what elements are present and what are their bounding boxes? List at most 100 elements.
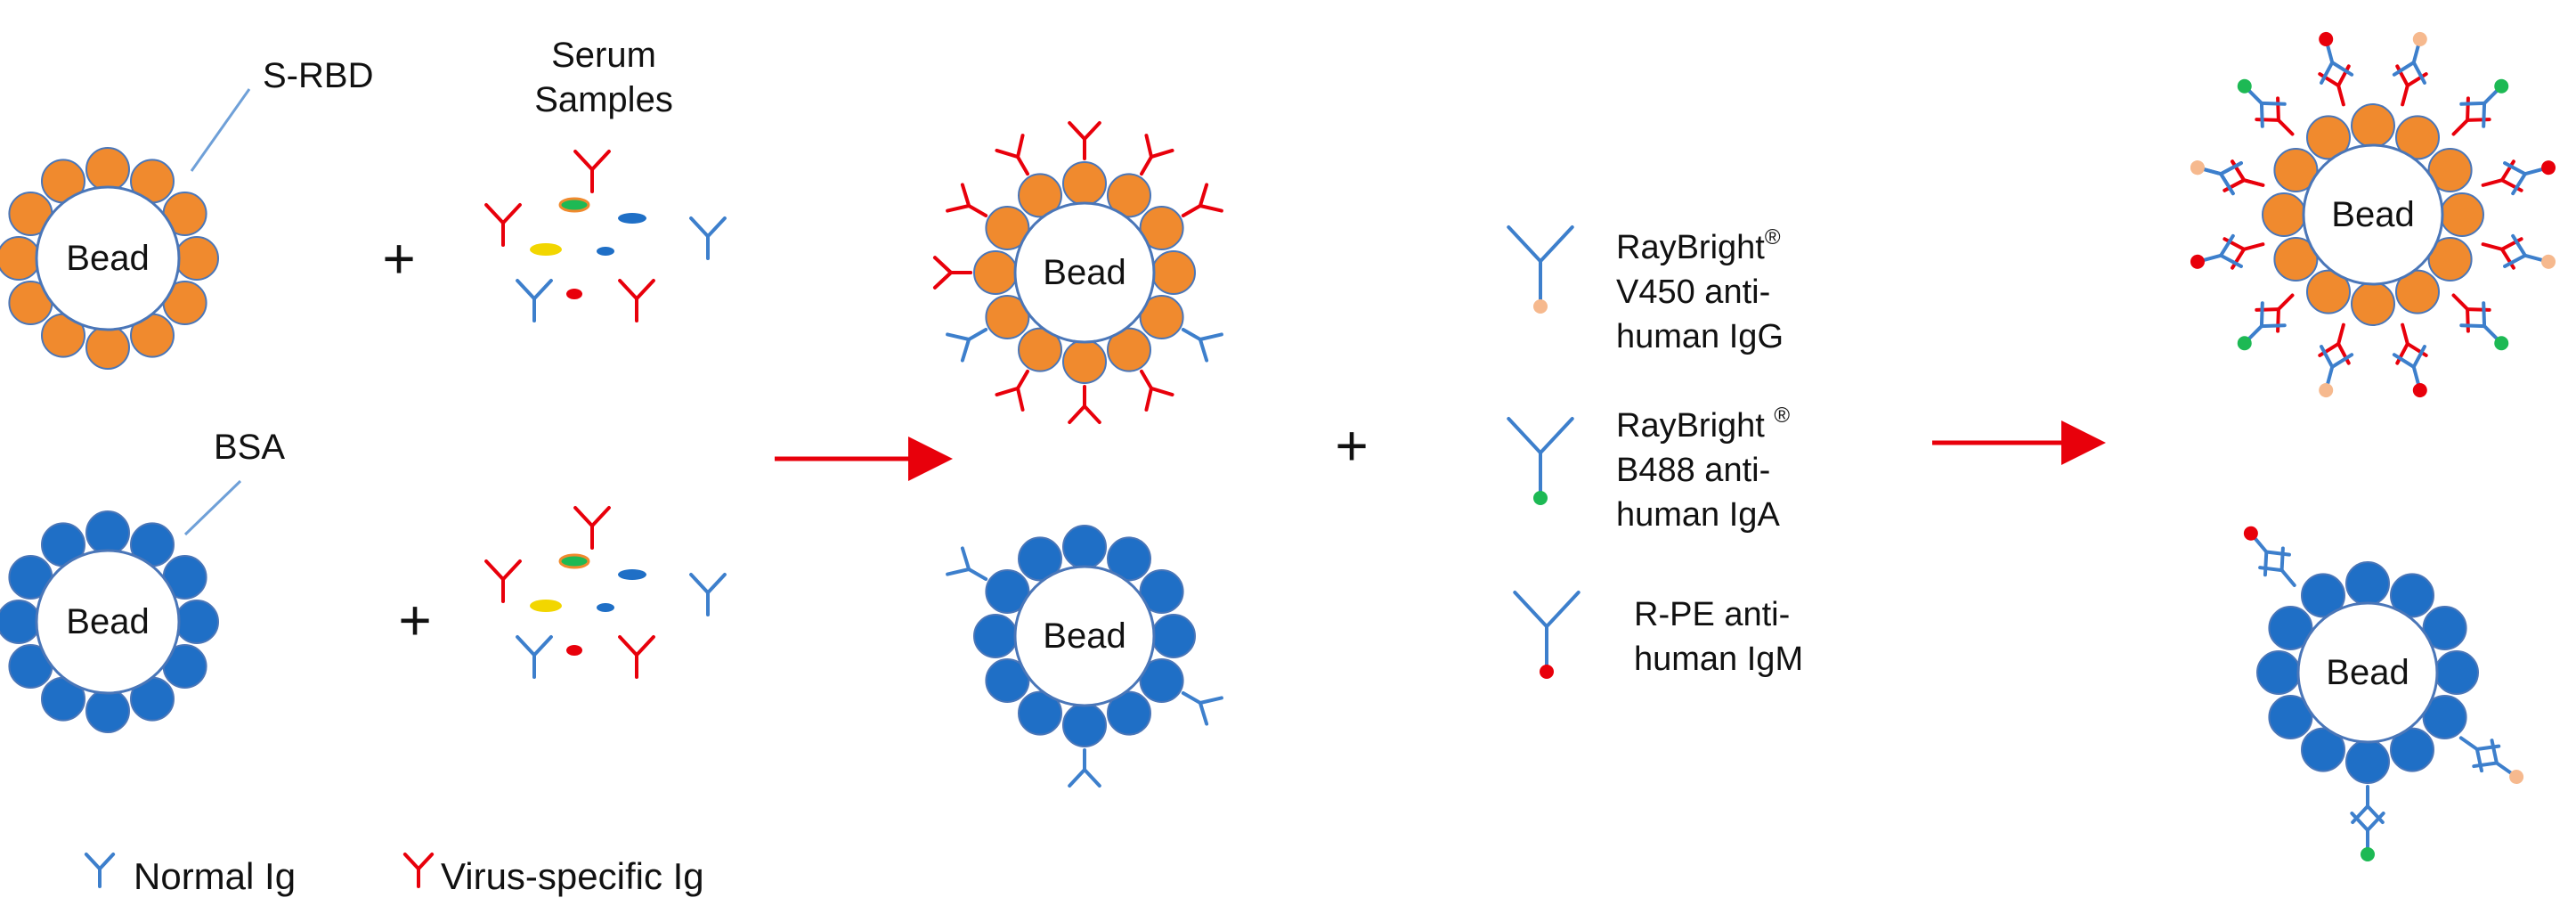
antigen-coat-circle: [0, 600, 41, 644]
fluorophore-dot: [2361, 847, 2375, 861]
antibody-icon: [2350, 812, 2385, 861]
antibody-icon: [2458, 736, 2501, 773]
srbd-pointer: [190, 88, 251, 172]
antibody-icon: [516, 279, 553, 322]
antigen-coat-circle: [1018, 173, 1062, 218]
antigen-coat-circle: [1107, 536, 1151, 582]
antigen-coat-circle: [2434, 650, 2479, 695]
antibody-icon: [484, 203, 522, 247]
bead-core: [35, 549, 181, 695]
bead-label-6: Bead: [2326, 653, 2409, 692]
antigen-coat-circle: [175, 236, 219, 281]
antibody-icon: [2190, 160, 2243, 196]
fluorophore-dot: [2541, 160, 2556, 175]
reagent-igg-line1: RayBright®: [1616, 225, 1781, 266]
srbd-bead-bound-panel2: [933, 121, 1223, 424]
reagent-iga-line3: human IgA: [1616, 496, 1780, 534]
serum-label-line1: Serum: [551, 36, 656, 75]
antigen-coat-circle: [2427, 148, 2473, 192]
fluorophore-dot: [1540, 665, 1554, 679]
antigen-coat-circle: [985, 569, 1030, 614]
serum-particle: [566, 289, 582, 299]
antigen-coat-circle: [2301, 573, 2345, 618]
antigen-coat-circle: [985, 206, 1030, 250]
antibody-icon: [2255, 293, 2295, 333]
antigen-coat-circle: [2256, 650, 2301, 695]
antibody-icon: [2319, 345, 2354, 398]
fluorophore-dot: [2243, 526, 2258, 541]
antigen-coat-circle: [2422, 606, 2467, 650]
antibody-icon: [2503, 233, 2556, 269]
antibody-icon: [1140, 134, 1174, 176]
antibody-icon: [1507, 417, 1574, 505]
antibody-icon: [1513, 591, 1581, 679]
antibody-icon: [2223, 237, 2265, 270]
antibody-icon: [2223, 159, 2265, 192]
antibody-icon: [2503, 160, 2556, 196]
antigen-coat-circle: [2268, 695, 2313, 739]
antigen-coat-circle: [1151, 614, 1196, 658]
antibody-icon: [946, 546, 988, 581]
plus-sign-middle: +: [1335, 413, 1368, 477]
antigen-coat-circle: [2345, 561, 2390, 606]
fluorophore-dot: [1533, 299, 1548, 314]
fluorophore-dot: [2190, 160, 2205, 175]
bsa-label: BSA: [214, 428, 285, 467]
antigen-coat-circle: [85, 325, 130, 370]
antigen-coat-circle: [85, 689, 130, 733]
antigen-coat-circle: [1107, 690, 1151, 736]
bsa-bead-bound-panel2: [946, 525, 1223, 788]
antibody-icon: [573, 506, 611, 550]
antibody-icon: [402, 853, 435, 888]
srbd-label: S-RBD: [263, 56, 373, 95]
serum-particle: [618, 569, 646, 580]
antigen-coat-circle: [1151, 250, 1196, 295]
fluorophore-dot: [2237, 336, 2252, 351]
antibody-icon: [2392, 345, 2427, 398]
serum-label-line2: Samples: [534, 80, 673, 119]
antibody-icon: [1140, 369, 1174, 412]
antibody-icon: [2237, 78, 2287, 128]
antibody-icon: [2243, 526, 2291, 577]
reagent-igg-line3: human IgG: [1616, 318, 1784, 355]
plus-sign-top: +: [382, 226, 415, 290]
antigen-coat-circle: [2345, 739, 2390, 784]
antibody-icon: [2451, 96, 2491, 136]
fluorophore-dot: [2319, 383, 2334, 398]
antibody-icon: [618, 635, 655, 679]
fluorophore-dot: [2412, 383, 2427, 398]
reagent-iga-line2: B488 anti-: [1616, 452, 1770, 489]
serum-particle: [558, 197, 590, 213]
srbd-bead-panel1: [0, 147, 219, 370]
antigen-coat-circle: [973, 250, 1018, 295]
antigen-coat-circle: [2427, 237, 2473, 282]
antigen-coat-circle: [2273, 237, 2319, 282]
serum-particle: [558, 553, 590, 569]
antibody-icon: [2318, 322, 2351, 365]
antigen-coat-circle: [985, 658, 1030, 703]
antibody-icon: [2255, 96, 2295, 136]
serum-particle: [618, 213, 646, 224]
bead-core: [2296, 601, 2439, 744]
serum-particle: [566, 645, 582, 656]
antibody-icon: [689, 216, 727, 260]
antibody-icon: [2392, 31, 2427, 85]
antibody-icon: [516, 635, 553, 679]
fluorophore-dot: [2412, 31, 2427, 46]
antibody-icon: [2481, 159, 2523, 192]
bead-core: [35, 185, 181, 331]
reagent-igm-line2: human IgM: [1634, 641, 1803, 678]
antigen-coat-circle: [1062, 703, 1107, 747]
antigen-coat-circle: [1139, 206, 1184, 250]
legend-icons: [84, 853, 435, 888]
antigen-coat-circle: [1062, 525, 1107, 569]
serum-particle: [530, 243, 562, 256]
antigen-coat-circle: [2395, 115, 2440, 160]
antigen-coat-circle: [1107, 327, 1151, 372]
bead-label-4: Bead: [1043, 616, 1125, 656]
antigen-coat-circle: [1018, 536, 1062, 582]
antigen-coat-circle: [985, 295, 1030, 339]
antibody-icon: [2318, 64, 2351, 107]
antibody-icon: [2395, 64, 2428, 107]
